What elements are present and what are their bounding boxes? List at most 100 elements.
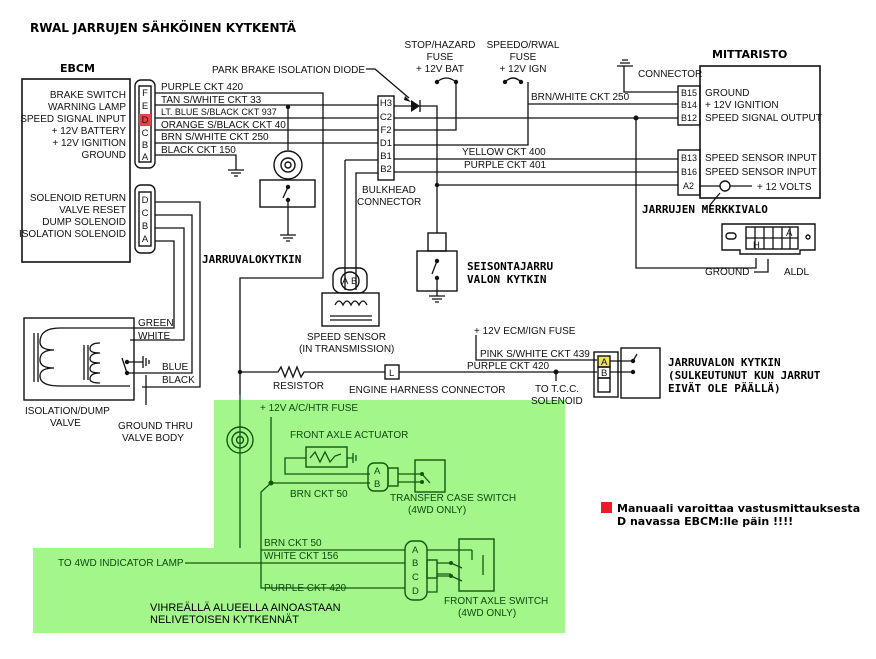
aldl-label: ALDL	[784, 267, 809, 278]
valve-ground-label: GROUND THRU	[118, 421, 193, 432]
pin-label: B14	[681, 100, 697, 110]
wire-label: PURPLE CKT 401	[464, 160, 547, 171]
wire-label: ORANGE S/BLACK CKT 40	[161, 120, 286, 131]
diode-label: PARK BRAKE ISOLATION DIODE	[212, 65, 365, 76]
cluster-label: GROUND	[705, 88, 749, 99]
connector-label: CONNECTOR	[638, 69, 702, 80]
parking-brake-label: VALON KYTKIN	[467, 273, 546, 286]
fuse-label: + 12V IGN	[500, 64, 547, 75]
tc-switch-label: TRANSFER CASE SWITCH	[390, 493, 516, 504]
valve-wire-label: BLUE	[162, 362, 188, 373]
bulkhead-connector: H3 C2 F2 D1 B1 B2 BULKHEAD CONNECTOR	[357, 95, 421, 208]
coil-icon	[39, 327, 130, 387]
valve-ground-label: VALVE BODY	[122, 433, 184, 444]
pin-label: A	[342, 276, 349, 287]
pin-label: C	[142, 208, 149, 219]
wire-label: BRN/WHITE CKT 250	[531, 92, 630, 103]
ebcm-label: SPEED SIGNAL INPUT	[20, 114, 126, 125]
brake-light-switch: A B JARRUVALON KYTKIN (SULKEUTUNUT KUN J…	[593, 347, 821, 399]
sensor-box	[321, 292, 380, 327]
valve-label: ISOLATION/DUMP	[25, 406, 110, 417]
wire-purple-420	[155, 92, 324, 395]
fuse-label: SPEEDO/RWAL	[487, 40, 560, 51]
actuator-box	[305, 446, 348, 468]
wire-label: YELLOW CKT 400	[462, 147, 546, 158]
valve-label: VALVE	[50, 418, 81, 429]
ebcm-label: WARNING LAMP	[48, 102, 126, 113]
aldl-ground-label: GROUND	[705, 267, 749, 278]
ebcm: EBCM BRAKE SWITCH WARNING LAMP SPEED SIG…	[19, 62, 156, 263]
harness-connector-label: ENGINE HARNESS CONNECTOR	[349, 385, 506, 396]
pin-label: A	[142, 234, 149, 245]
ebcm-wires: PURPLE CKT 420 TAN S/WHITE CKT 33 LT. BL…	[155, 82, 378, 395]
aldl-connector: A H GROUND ALDL	[705, 223, 816, 278]
pin-label: D	[142, 195, 149, 206]
fuse-label: FUSE	[427, 52, 454, 63]
indicator-lamp-label: TO 4WD INDICATOR LAMP	[58, 558, 184, 569]
pin-label: A	[601, 357, 608, 368]
cluster-label: SPEED SENSOR INPUT	[705, 153, 817, 164]
brake-light-label: JARRUVALON KYTKIN	[668, 356, 781, 369]
pin-label: B15	[681, 88, 697, 98]
pin-label: A2	[683, 181, 694, 191]
pin-label: B	[351, 276, 357, 287]
wire-black	[142, 201, 201, 388]
jarruvalokytkin-label: JARRUVALOKYTKIN	[202, 253, 301, 266]
ebcm-label: + 12V BATTERY	[52, 126, 127, 137]
park-brake-diode: PARK BRAKE ISOLATION DIODE	[212, 65, 421, 112]
ground-icon	[429, 278, 445, 303]
wire-stop-fuse	[394, 82, 457, 131]
wire-label: PURPLE CKT 420	[264, 583, 347, 594]
diode-arrow	[366, 68, 410, 99]
parking-brake-label: SEISONTAJARRU	[467, 260, 553, 273]
aldl-pin-a: A	[786, 228, 793, 239]
wire-label: BRN S/WHITE CKT 250	[161, 132, 269, 143]
indicator-connector	[226, 426, 254, 454]
pin-label: B12	[681, 113, 697, 123]
pin-label: F	[142, 88, 148, 99]
brake-light-label: (SULKEUTUNUT KUN JARRUT	[668, 369, 821, 382]
four-wd-highlight-area	[33, 400, 565, 633]
ebcm-label: GROUND	[82, 150, 126, 161]
pin-label: D	[142, 115, 149, 126]
lamp-label: JARRUJEN MERKKIVALO	[642, 203, 768, 216]
speed-sensor-label: (IN TRANSMISSION)	[299, 344, 394, 355]
pin-label: B	[142, 140, 148, 151]
wire-label: BRN CKT 50	[290, 489, 348, 500]
switch-box	[620, 347, 661, 399]
wire-white	[130, 227, 185, 341]
pin-label: B	[142, 221, 148, 232]
warning-text: D navassa EBCM:lle päin !!!!	[617, 515, 793, 528]
pin-label: F2	[380, 125, 391, 136]
ebcm-upper-connector	[134, 79, 156, 169]
fa-switch-box	[458, 538, 495, 592]
cluster-label: SPEED SIGNAL OUTPUT	[705, 113, 822, 124]
fuse-icon	[504, 77, 522, 83]
valve-wire-label: BLACK	[162, 375, 195, 386]
diagram-title: RWAL JARRUJEN SÄHKÖINEN KYTKENTÄ	[30, 20, 297, 35]
pin-label: B16	[681, 167, 697, 177]
valve-box	[23, 317, 135, 401]
green-area-note: NELIVETOISEN KYTKENNÄT	[150, 614, 299, 626]
cluster-label: + 12V IGNITION	[705, 100, 779, 111]
fuses: STOP/HAZARD FUSE + 12V BAT SPEEDO/RWAL F…	[394, 40, 757, 269]
ground-icon	[280, 200, 296, 242]
pin-label: D1	[380, 138, 392, 149]
cluster-title: MITTARISTO	[712, 48, 787, 61]
pin-d-highlight	[139, 114, 151, 126]
tc-switch-label: (4WD ONLY)	[408, 505, 466, 516]
wire-green	[60, 240, 175, 329]
bulkhead-label: BULKHEAD	[362, 185, 416, 196]
cluster-label: + 12 VOLTS	[757, 182, 812, 193]
pin-label: A	[142, 152, 149, 163]
ebcm-label: SOLENOID RETURN	[30, 193, 126, 204]
valve-wire-label: WHITE	[138, 331, 171, 342]
wire-label: TAN S/WHITE CKT 33	[161, 95, 262, 106]
ecm-fuse-label: + 12V ECM/IGN FUSE	[474, 326, 576, 337]
harness: RESISTOR L ENGINE HARNESS CONNECTOR TO T…	[237, 326, 597, 407]
pin-label: B1	[380, 151, 392, 162]
bulkhead-label: CONNECTOR	[357, 197, 421, 208]
ground-icon	[228, 169, 244, 177]
cluster-label: SPEED SENSOR INPUT	[705, 167, 817, 178]
